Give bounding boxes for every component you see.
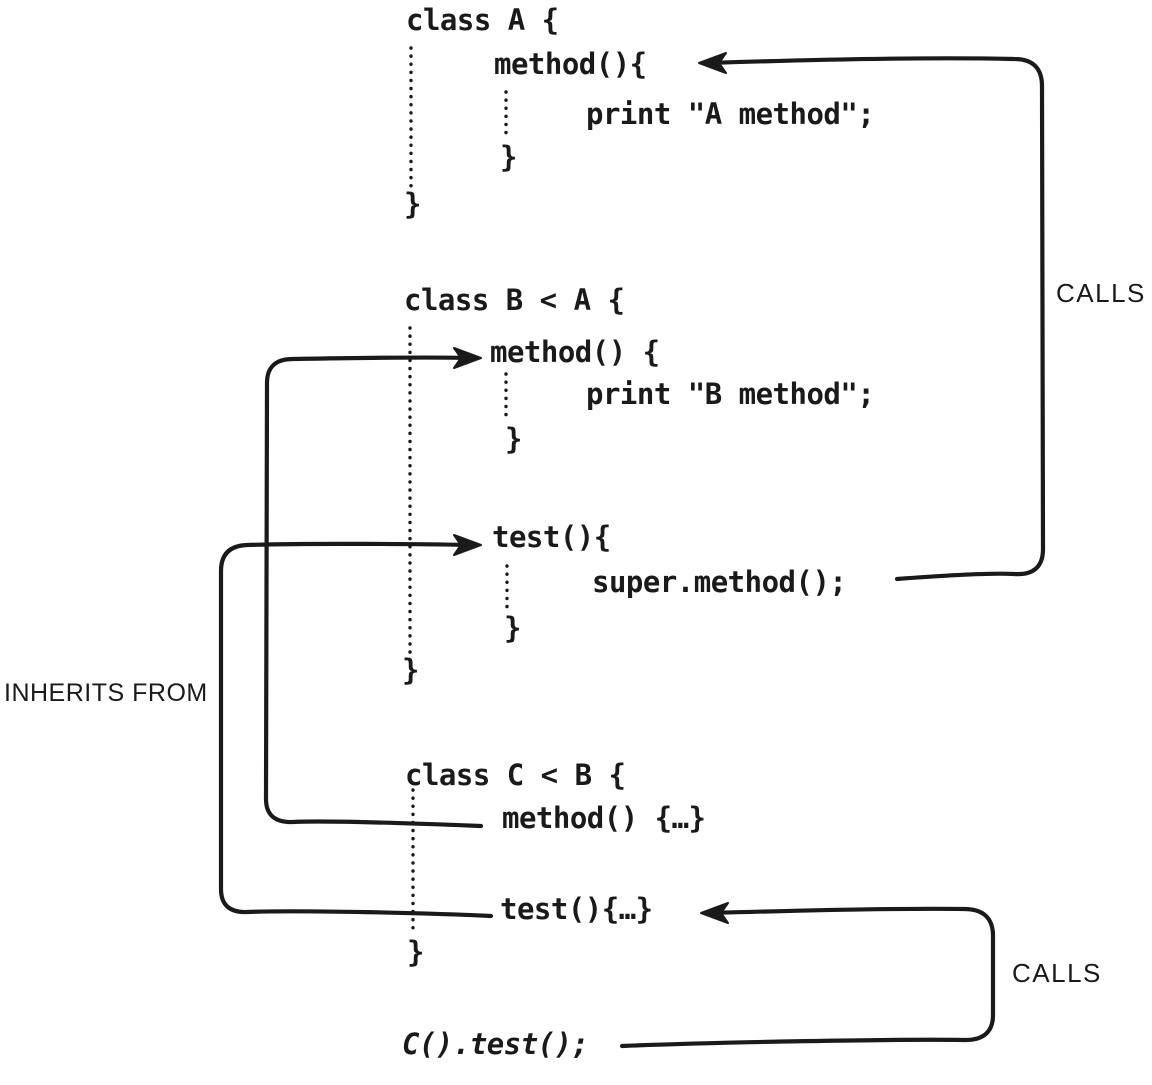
invocation-line: C().test(); xyxy=(402,1027,589,1061)
arrowhead-b-test xyxy=(453,534,482,556)
class-a-method-body: print "A method"; xyxy=(586,97,875,131)
arrowhead-b-method xyxy=(453,347,482,369)
inherits-from-label: INHERITS FROM xyxy=(4,679,208,707)
arrowhead-a-method xyxy=(698,52,727,74)
class-a-header: class A { xyxy=(406,3,559,37)
class-b-method-close: } xyxy=(505,422,522,456)
arrow-calls-invocation-to-c-test xyxy=(619,906,996,1049)
calls-label-top: CALLS xyxy=(1056,278,1146,308)
class-b-method-body: print "B method"; xyxy=(586,377,875,411)
class-b-test-body: super.method(); xyxy=(592,565,847,599)
class-c-test-line: test(){…} xyxy=(500,892,653,926)
class-a-close: } xyxy=(404,187,421,221)
class-c-header: class C < B { xyxy=(405,758,626,792)
class-b-method-signature: method() { xyxy=(490,335,660,369)
class-a-method-close: } xyxy=(500,140,517,174)
class-b-close: } xyxy=(402,653,419,687)
calls-label-bottom: CALLS xyxy=(1012,958,1102,988)
class-c-method-line: method() {…} xyxy=(502,801,706,835)
arrow-calls-super-to-a-method xyxy=(705,56,1046,582)
class-c-close: } xyxy=(407,935,424,969)
class-b-test-close: } xyxy=(504,611,521,645)
arrow-inherits-c-test-to-b-test xyxy=(218,541,494,919)
class-a-method-signature: method(){ xyxy=(494,47,647,81)
class-b-header: class B < A { xyxy=(404,283,625,317)
class-b-test-signature: test(){ xyxy=(492,520,611,554)
arrow-inherits-c-method-to-b-method xyxy=(263,355,484,829)
arrowhead-c-test xyxy=(700,902,729,924)
